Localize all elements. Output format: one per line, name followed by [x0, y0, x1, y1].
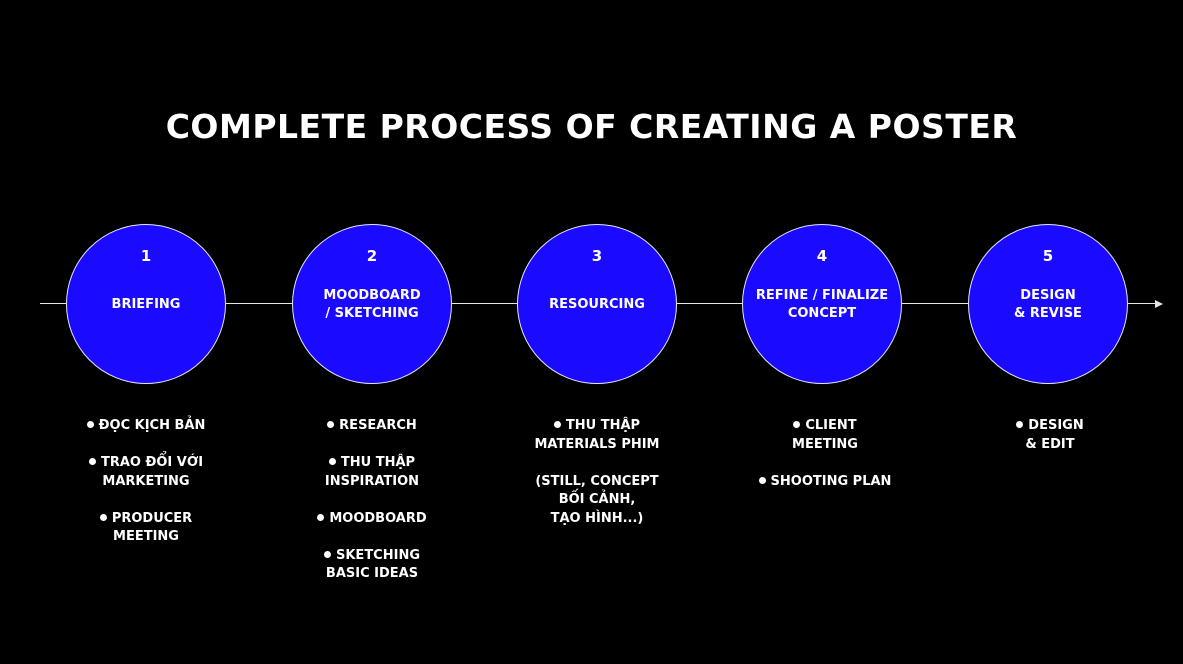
list-item-text: DESIGN & EDIT [1025, 418, 1084, 452]
list-item-text: RESEARCH [339, 418, 417, 433]
step-circle-2: 2 MOODBOARD / SKETCHING [292, 224, 452, 384]
step-circle-1: 1 BRIEFING [66, 224, 226, 384]
list-item: PRODUCER MEETING [51, 510, 241, 547]
list-item: THU THẬP INSPIRATION [277, 454, 467, 491]
bullet-icon [327, 421, 335, 428]
step-label: REFINE / FINALIZE CONCEPT [755, 288, 889, 321]
step-label: RESOURCING [549, 297, 645, 312]
step-number: 3 [591, 247, 603, 265]
step-details-4: CLIENT MEETING SHOOTING PLAN [730, 417, 920, 510]
arrow-right-icon [1155, 300, 1163, 308]
step-details-3: THU THẬP MATERIALS PHIM (STILL, CONCEPT … [502, 417, 692, 547]
list-item-text: SHOOTING PLAN [770, 473, 892, 489]
bullet-icon [758, 476, 766, 484]
list-item-text: SKETCHING BASIC IDEAS [325, 547, 420, 582]
bullet-icon [553, 421, 561, 428]
list-item: MOODBOARD [277, 510, 467, 529]
list-item: SHOOTING PLAN [730, 473, 920, 492]
step-label: BRIEFING [111, 297, 181, 312]
list-item: TRAO ĐỔI VỚI MARKETING [51, 454, 241, 491]
bullet-icon [88, 458, 96, 465]
list-item-text: PRODUCER MEETING [111, 510, 193, 545]
step-label: DESIGN & REVISE [1014, 288, 1082, 321]
list-item: ĐỌC KỊCH BẢN [51, 417, 241, 436]
list-item-text: ĐỌC KỊCH BẢN [98, 418, 206, 433]
step-circle-4: 4 REFINE / FINALIZE CONCEPT [742, 224, 902, 384]
step-number: 5 [1042, 247, 1054, 265]
bullet-icon [328, 458, 336, 465]
list-item: CLIENT MEETING [730, 417, 920, 454]
step-circle-5: 5 DESIGN & REVISE [968, 224, 1128, 384]
list-item-text: THU THẬP MATERIALS PHIM (STILL, CONCEPT … [534, 418, 660, 526]
bullet-icon [99, 513, 107, 521]
list-item-text: THU THẬP INSPIRATION [324, 455, 420, 489]
bullet-icon [1016, 421, 1024, 428]
step-circle-3: 3 RESOURCING [517, 224, 677, 384]
bullet-icon [793, 421, 801, 428]
list-item: THU THẬP MATERIALS PHIM (STILL, CONCEPT … [502, 417, 692, 528]
step-label: MOODBOARD / SKETCHING [323, 288, 421, 321]
list-item-text: CLIENT MEETING [792, 418, 858, 452]
step-number: 1 [140, 247, 152, 265]
list-item: RESEARCH [277, 417, 467, 436]
step-number: 4 [816, 247, 828, 265]
step-details-2: RESEARCH THU THẬP INSPIRATION MOODBOARD … [277, 417, 467, 602]
bullet-icon [324, 550, 331, 558]
list-item-text: MOODBOARD [329, 510, 427, 526]
bullet-icon [86, 421, 94, 428]
list-item: SKETCHING BASIC IDEAS [277, 547, 467, 584]
list-item: DESIGN & EDIT [955, 417, 1145, 454]
bullet-icon [317, 513, 325, 521]
step-details-1: ĐỌC KỊCH BẢN TRAO ĐỔI VỚI MARKETING PROD… [51, 417, 241, 565]
step-details-5: DESIGN & EDIT [955, 417, 1145, 473]
page-title: COMPLETE PROCESS OF CREATING A POSTER [165, 107, 1018, 147]
list-item-text: TRAO ĐỔI VỚI MARKETING [100, 455, 204, 489]
step-number: 2 [366, 247, 378, 265]
